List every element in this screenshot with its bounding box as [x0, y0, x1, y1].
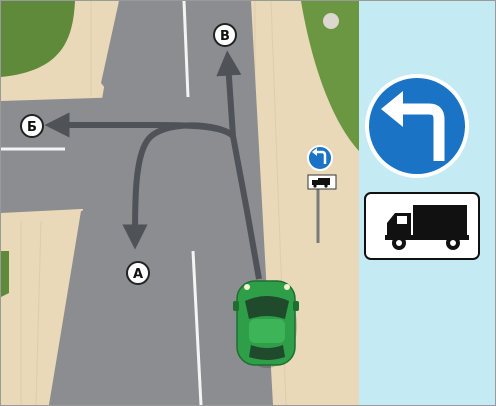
- roadside-turn-sign-icon: [307, 145, 333, 171]
- side-road: [1, 97, 127, 213]
- label-u-turn: А: [126, 261, 150, 285]
- svg-text:В: В: [220, 29, 230, 44]
- roadside-sign: [307, 145, 337, 243]
- sign-panel: [359, 1, 495, 405]
- grass-top-right: [301, 1, 359, 151]
- label-left: Б: [20, 114, 44, 138]
- rear-window: [249, 345, 285, 360]
- arrow-u-turn: [122, 122, 236, 250]
- route-arrows: [44, 50, 262, 280]
- grass-left: [1, 251, 9, 297]
- label-straight: В: [213, 23, 237, 47]
- grass-top-left: [1, 1, 75, 77]
- arrow-straight: [216, 50, 262, 280]
- left-turn-sign-icon: [369, 78, 465, 174]
- windshield: [245, 296, 289, 319]
- svg-text:А: А: [133, 267, 143, 282]
- green-car: [233, 280, 299, 368]
- svg-text:Б: Б: [27, 120, 37, 135]
- lane-markings: [1, 1, 203, 405]
- sign-graphic: [364, 74, 480, 260]
- left-turn-arrow-icon: [397, 103, 445, 161]
- truck-icon: [385, 205, 469, 250]
- stone: [323, 13, 339, 29]
- car-roof: [249, 319, 285, 343]
- road-scene: В Б А: [1, 1, 359, 405]
